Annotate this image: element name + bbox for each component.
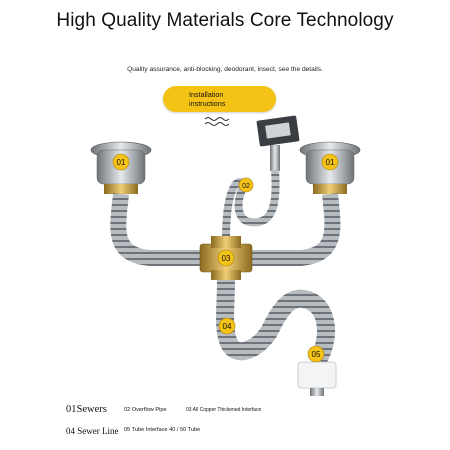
callout-01-right: 01 (321, 153, 339, 171)
installation-badge: Installation instructions (163, 86, 276, 112)
page-title: High Quality Materials Core Technology (56, 10, 394, 31)
callout-04-label: 04 (223, 322, 232, 331)
page-subtitle: Quality assurance, anti-blocking, deodor… (127, 66, 323, 73)
callout-01-right-label: 01 (326, 158, 335, 167)
legend-item-copper-interface: 03 All Copper Thickened Interface (186, 407, 262, 413)
overflow-head (256, 115, 300, 171)
legend-item-overflow-pipe: 02 Overflow Pipe (124, 407, 167, 413)
right-strainer (299, 141, 361, 194)
right-drain-pipe (246, 193, 341, 266)
callout-02-label: 02 (242, 183, 250, 190)
legend-item-sewers: 01Sewers (66, 404, 107, 415)
badge-line-1: Installation (189, 90, 224, 99)
callout-03: 03 (217, 249, 235, 267)
badge-line-2: instructions (189, 99, 226, 108)
legend-item-tube-interface: 05 Tube Interface 40 / 50 Tube (124, 427, 201, 433)
callout-05: 05 (307, 345, 325, 363)
left-drain-pipe (110, 193, 205, 266)
callout-02: 02 (238, 177, 254, 193)
installation-badge-label: Installation instructions (189, 90, 259, 108)
tube-interface (297, 361, 337, 396)
callout-05-label: 05 (312, 350, 321, 359)
wave-icon (204, 117, 230, 126)
callout-04: 04 (218, 317, 236, 335)
callout-03-label: 03 (222, 254, 231, 263)
callout-01-left: 01 (112, 153, 130, 171)
legend-item-sewer-line: 04 Sewer Line (66, 426, 119, 436)
callout-01-left-label: 01 (117, 158, 126, 167)
